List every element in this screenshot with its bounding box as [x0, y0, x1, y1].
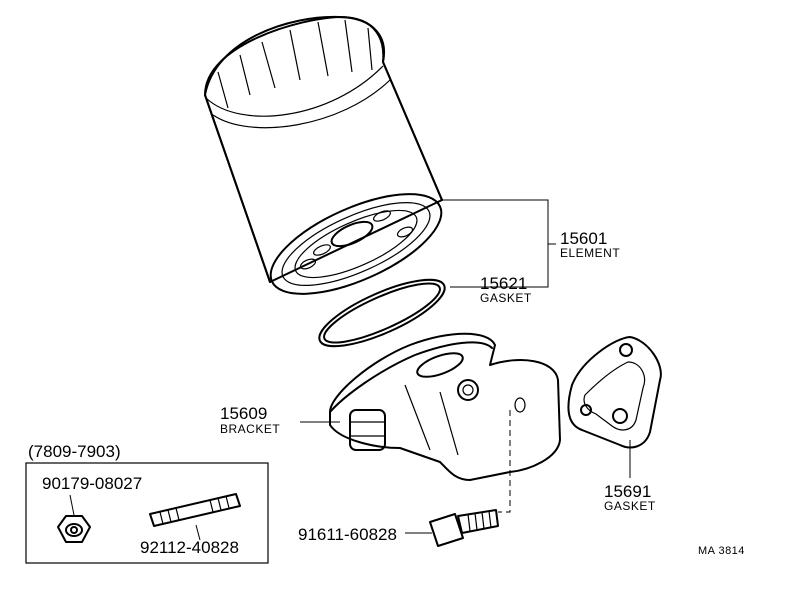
inset-date-range: (7809-7903): [28, 442, 121, 461]
bolt: [429, 509, 499, 547]
leader-lines: [300, 199, 631, 534]
inset-frame: [25, 462, 269, 564]
bracket-part-name: BRACKET: [220, 422, 280, 436]
oil-filter-element: [204, 15, 443, 295]
stud-part-number: 92112-40828: [140, 538, 239, 557]
bracket-part-number: 15609: [220, 404, 267, 423]
element-part-name: ELEMENT: [560, 246, 620, 260]
stud: [149, 493, 241, 541]
catalog-code: MA 3814: [698, 545, 745, 557]
gasket-ring-part-name: GASKET: [480, 291, 532, 305]
gasket-plate: [567, 336, 662, 449]
gasket-plate-part-number: 15691: [604, 482, 651, 501]
gasket-ring: [318, 278, 446, 348]
gasket-ring-part-number: 15621: [480, 274, 527, 293]
bracket: [329, 332, 561, 481]
element-part-number: 15601: [560, 229, 607, 248]
bolt-part-number: 91611-60828: [298, 525, 397, 544]
inset-box: (7809-7903) 90179-08027 92112-40828: [25, 442, 269, 564]
gasket-plate-part-name: GASKET: [604, 499, 656, 513]
nut: [57, 494, 91, 543]
nut-part-number: 90179-08027: [42, 474, 142, 493]
